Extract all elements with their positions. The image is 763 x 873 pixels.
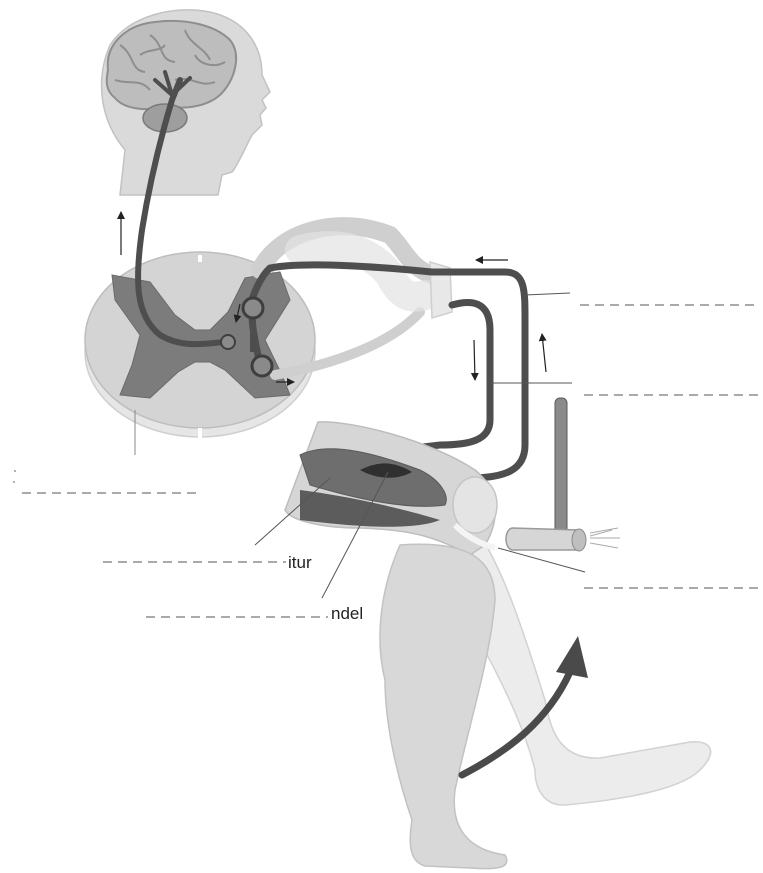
spinal-cord-icon: [85, 252, 315, 455]
motor-neuron-body: [252, 356, 272, 376]
sensory-neuron-body: [243, 298, 263, 318]
interneuron-body: [221, 335, 235, 349]
muscle-label: itur: [286, 553, 314, 573]
leg-icon: [285, 422, 711, 869]
head-illustration: [102, 10, 270, 195]
lower-leg: [380, 544, 507, 868]
knee-cap: [453, 477, 497, 533]
muscle-spindle-label: ndel: [329, 604, 365, 624]
